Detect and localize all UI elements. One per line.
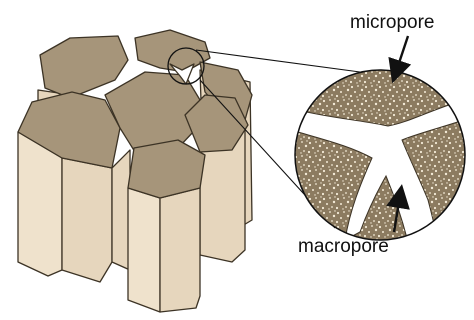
column-bundle xyxy=(18,30,252,312)
column-side-front-right xyxy=(160,188,200,312)
micropore-arrow xyxy=(396,36,408,72)
macropore-label: macropore xyxy=(298,236,389,257)
magnified-view xyxy=(290,65,470,250)
column-side-front-left xyxy=(128,188,160,312)
micropore-label: micropore xyxy=(350,12,434,33)
column-side-center xyxy=(112,150,130,270)
column-top-front xyxy=(128,140,205,198)
column-side-left-front xyxy=(62,158,112,282)
